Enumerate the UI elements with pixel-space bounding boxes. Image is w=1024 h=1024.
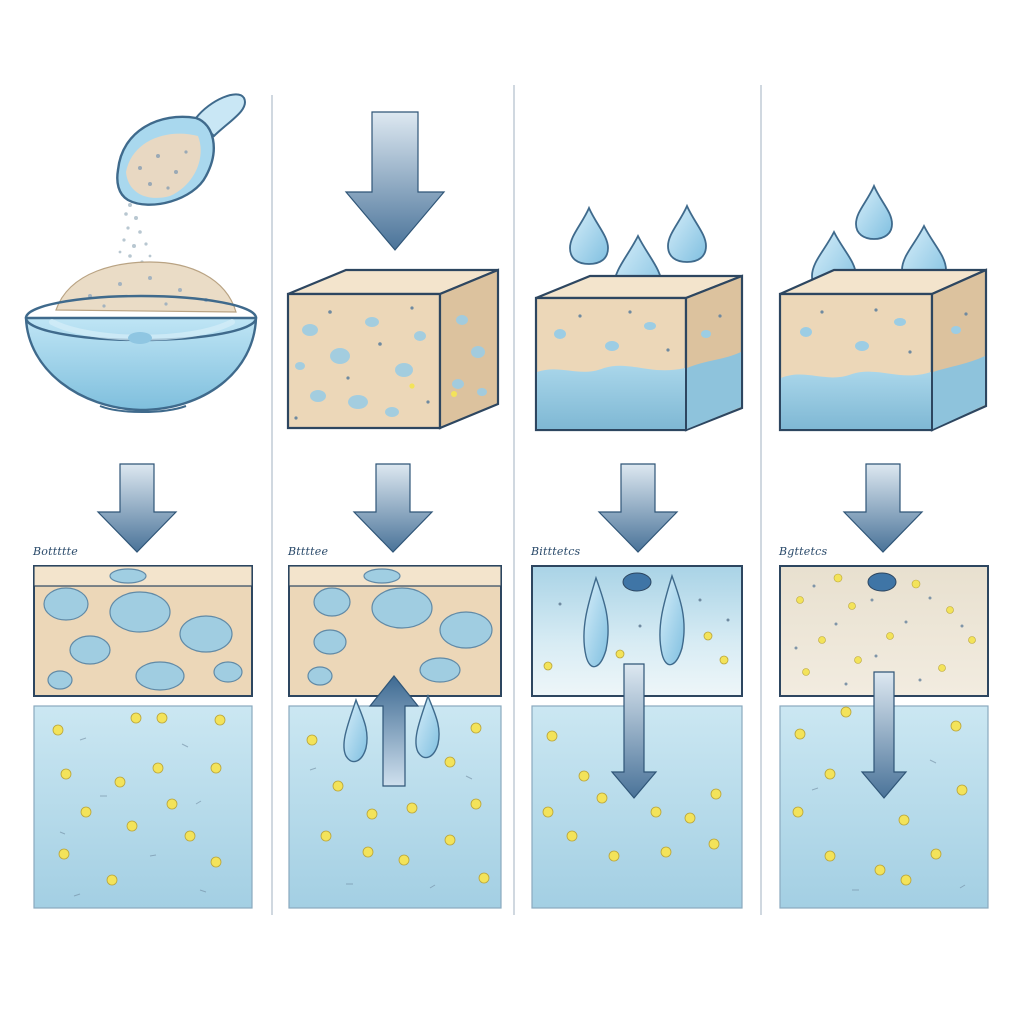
column-dividers — [271, 85, 762, 915]
pouring-stream — [118, 203, 152, 272]
arrow-mid-2 — [352, 463, 434, 553]
arrow-mid-3 — [597, 463, 679, 553]
scoop-illustration — [116, 93, 246, 206]
panel-3 — [531, 565, 743, 909]
sand-cube-col4 — [778, 268, 988, 432]
arrow-mid-1 — [96, 463, 178, 553]
step-label-3: Bitttetcs — [531, 545, 581, 558]
step-label-4: Bgttetcs — [779, 545, 828, 558]
arrow-top-col2 — [344, 111, 446, 251]
arrow-mid-4 — [842, 463, 924, 553]
step-label-1: Bottttte — [33, 545, 78, 558]
panel-4 — [779, 565, 989, 909]
panel-1 — [33, 565, 253, 909]
panel-2 — [288, 565, 502, 909]
sand-cube-col2 — [286, 268, 500, 430]
step-label-2: Bttttee — [288, 545, 329, 558]
middle-arrows — [96, 463, 924, 553]
sand-cube-col3 — [534, 274, 744, 432]
bowl-illustration — [24, 261, 258, 413]
